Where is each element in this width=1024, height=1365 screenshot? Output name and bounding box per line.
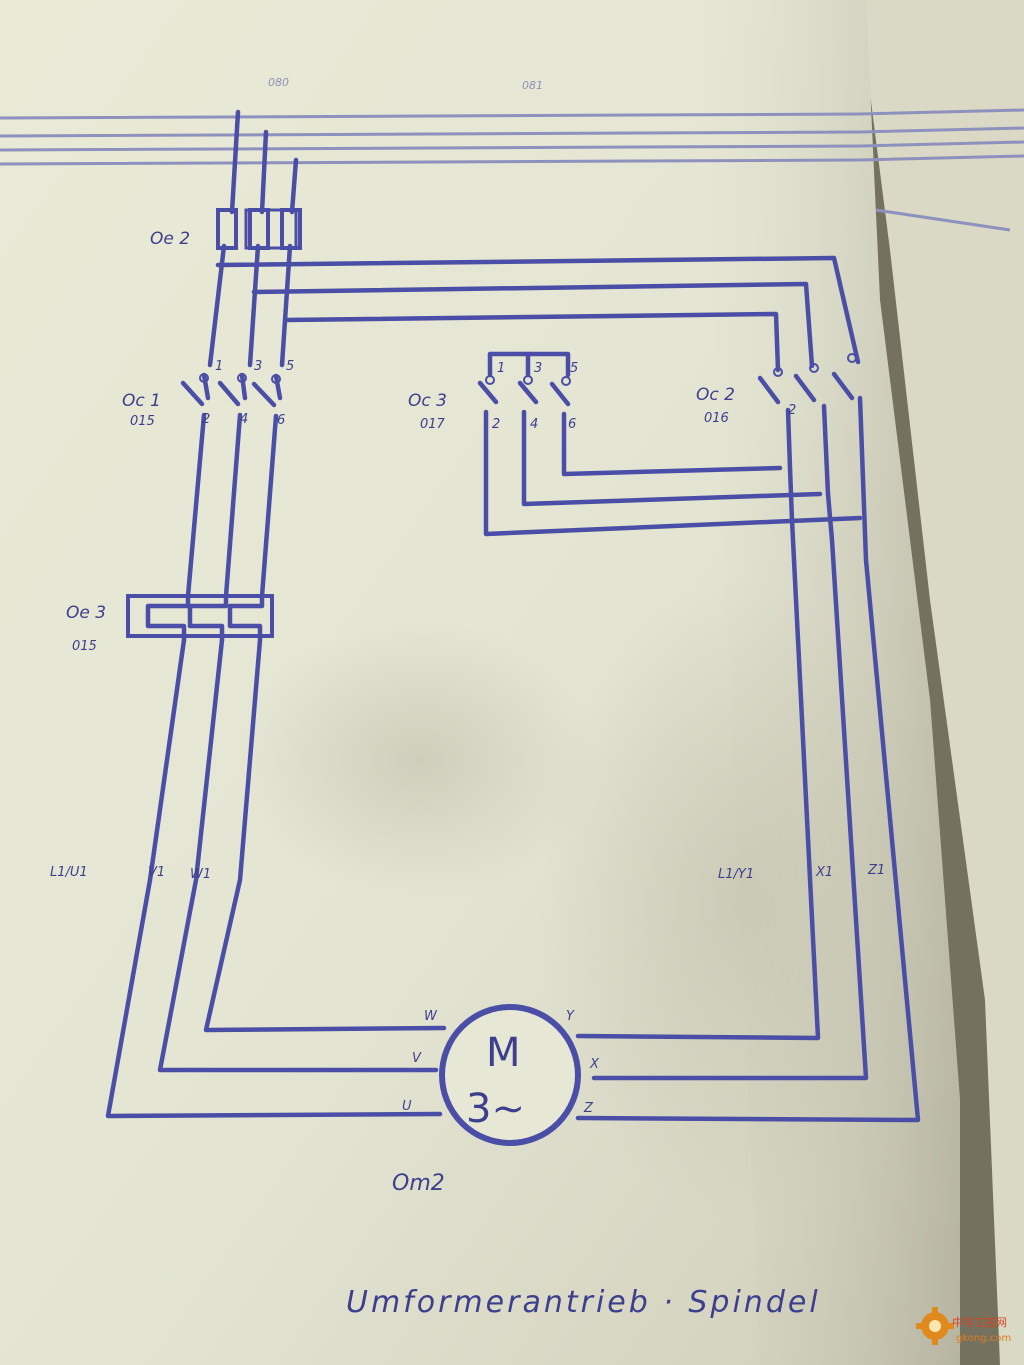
watermark-text: 中华工控网 xyxy=(952,1315,1007,1329)
fuse-oe2 xyxy=(216,208,302,250)
terminal-number: 2 xyxy=(788,403,796,418)
contactor-ref: 017 xyxy=(420,417,446,432)
motor-symbol-phase: 3∼ xyxy=(466,1086,525,1132)
terminal-number: 1 xyxy=(215,359,223,374)
fuse-label: Oe 2 xyxy=(150,229,190,249)
terminal-number: 3 xyxy=(534,361,542,376)
paper-stain xyxy=(240,620,600,900)
overload-ref: 015 xyxy=(72,639,97,654)
terminal-label: L1/U1 xyxy=(50,865,88,880)
overload-relay-oe3 xyxy=(126,593,274,643)
contactor-ref: 016 xyxy=(704,411,729,426)
column-number: 080 xyxy=(268,76,289,89)
motor-symbol-m: M xyxy=(486,1030,521,1076)
contactor-oc1 xyxy=(199,373,281,384)
winding-label: U xyxy=(402,1099,412,1114)
watermark-url: gkong.com xyxy=(956,1333,1011,1344)
terminal-number: 1 xyxy=(497,361,505,376)
terminal-number: 5 xyxy=(286,359,294,374)
diagram-title: Umformerantrieb · Spindel xyxy=(346,1285,821,1320)
contactor-oc3 xyxy=(485,375,571,386)
facing-page xyxy=(858,0,1024,1365)
contactor-label: Oc 3 xyxy=(408,391,447,411)
terminal-label: L1/Y1 xyxy=(718,867,754,882)
terminal-number: 2 xyxy=(492,417,500,432)
column-number: 081 xyxy=(522,79,543,92)
terminal-number: 6 xyxy=(568,417,576,432)
terminal-label: V1 xyxy=(148,865,165,880)
terminal-number: 6 xyxy=(277,413,285,428)
terminal-label: X1 xyxy=(815,865,833,880)
contactor-label: Oc 1 xyxy=(122,391,161,411)
overload-label: Oe 3 xyxy=(66,603,106,623)
motor-om2 xyxy=(439,1004,581,1146)
contactor-ref: 015 xyxy=(130,414,155,429)
winding-label: W xyxy=(424,1009,438,1024)
terminal-number: 4 xyxy=(240,412,248,427)
winding-label: V xyxy=(412,1051,422,1066)
winding-label: Z xyxy=(583,1101,594,1116)
gear-icon xyxy=(916,1307,954,1345)
page-rules xyxy=(0,108,1024,232)
terminal-number: 4 xyxy=(530,417,538,432)
contactor-label: Oc 2 xyxy=(696,385,735,405)
terminal-number: 5 xyxy=(570,361,578,376)
watermark: 中华工控网 gkong.com xyxy=(916,1307,1011,1345)
winding-label: X xyxy=(589,1057,600,1072)
terminal-number: 3 xyxy=(254,359,262,374)
terminal-number: 2 xyxy=(202,412,210,427)
winding-label: Y xyxy=(566,1009,575,1024)
terminal-label: W1 xyxy=(190,867,211,882)
contactor-oc2 xyxy=(773,353,857,377)
paper-stain xyxy=(540,580,940,1220)
motor-label: Om2 xyxy=(392,1171,445,1196)
terminal-label: Z1 xyxy=(867,863,885,878)
wiring xyxy=(105,109,921,1123)
